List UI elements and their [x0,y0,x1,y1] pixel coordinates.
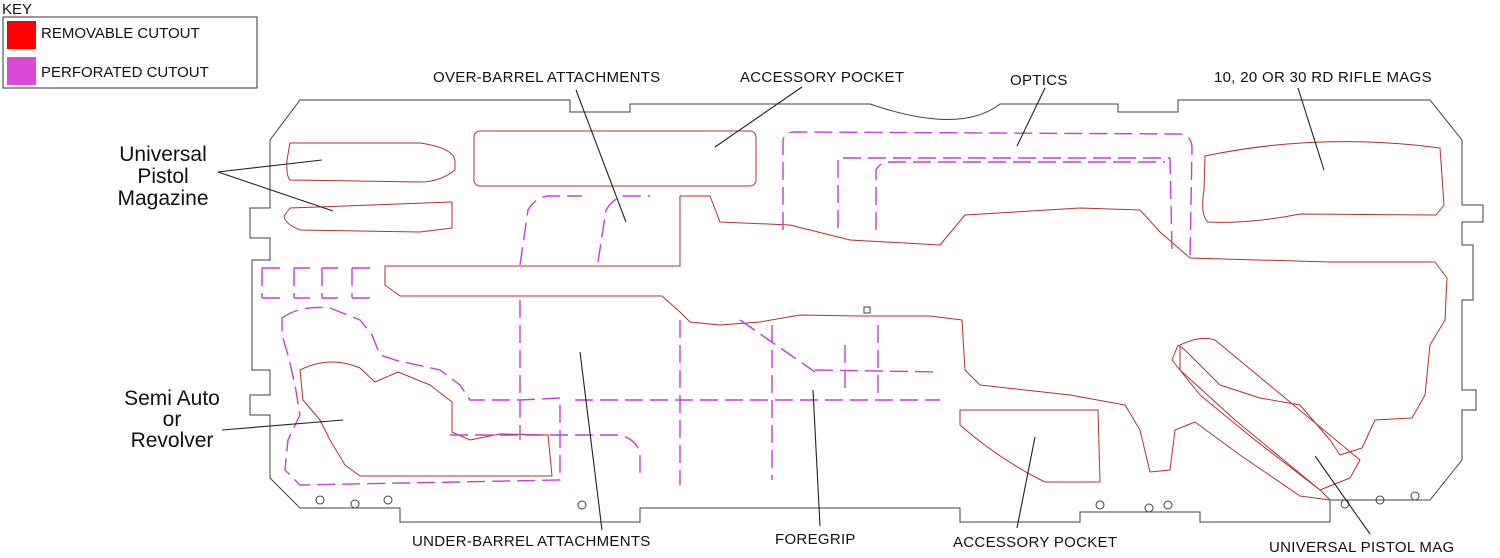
pistol-mag-cutout-bottom [283,201,453,233]
label-optics: OPTICS [1010,72,1068,89]
leader-over-barrel [575,89,627,223]
universal-pistol-mag-cutout [1179,337,1361,491]
label-over-barrel: OVER-BARREL ATTACHMENTS [433,69,660,86]
accessory-pocket-top-cutout [473,130,757,187]
left-perf-boxes [261,267,372,299]
leader-pistol-mag-bottom [217,171,334,212]
optics-perf-inner-2 [875,161,1165,230]
leader-universal-pistol-mag [1314,455,1371,535]
key-legend: KEY REMOVABLE CUTOUT PERFORATED CUTOUT [2,1,258,89]
perforated-label: PERFORATED CUTOUT [41,64,209,81]
label-rifle-mags: 10, 20 OR 30 RD RIFLE MAGS [1214,69,1432,86]
label-accessory-bottom: ACCESSORY POCKET [953,534,1117,551]
optics-perf-inner [837,157,1173,251]
leader-lines [217,86,1371,535]
hole [1375,495,1385,505]
hole [1163,500,1173,510]
optics-perf-outer [782,131,1193,261]
semi-auto-perf-outline [281,306,561,486]
hole [1410,491,1420,501]
label-pistol-mag-line3: Magazine [117,187,208,210]
label-pistol-mag-line2: Pistol [137,165,188,188]
removable-cutouts [283,130,1448,501]
hole [1144,503,1154,513]
leader-optics [1016,87,1046,147]
over-barrel-perf-2 [597,195,650,263]
key-box [2,16,258,89]
removable-label: REMOVABLE CUTOUT [41,25,200,42]
key-title: KEY [2,1,32,18]
hole [315,495,325,505]
case-outline [249,99,1484,523]
label-semi-auto-line1: Semi Auto [124,387,220,410]
label-under-barrel: UNDER-BARREL ATTACHMENTS [412,533,651,550]
hole [577,500,587,510]
callout-labels: OVER-BARREL ATTACHMENTS ACCESSORY POCKET… [117,69,1454,556]
label-foregrip: FOREGRIP [775,531,856,548]
rifle-mags-cutout [1202,141,1445,223]
accessory-pocket-bottom-cutout [959,409,1101,483]
center-mark [863,306,871,314]
hole [350,499,360,509]
hole [1095,500,1105,510]
leader-rifle-mags [1297,87,1325,171]
perforated-swatch [7,57,36,85]
pistol-grip-cutout [299,361,553,477]
removable-swatch [7,21,36,49]
hole [1340,499,1350,509]
leader-under-barrel [579,351,603,531]
leader-accessory-top [714,86,803,148]
leader-semi-auto [221,419,344,431]
label-universal-pistol-mag: UNIVERSAL PISTOL MAG [1269,539,1455,556]
over-barrel-perf-1 [519,195,582,266]
label-semi-auto-line2: or [163,408,182,431]
label-semi-auto-line3: Revolver [131,429,214,452]
pistol-mag-cutout-top [286,142,456,183]
leader-accessory-bottom [1016,436,1036,529]
under-barrel-perf [450,300,941,485]
leader-pistol-mag-top [217,159,323,173]
rifle-cutout [384,195,1448,501]
perforated-cutouts [261,131,1193,486]
leader-foregrip [812,389,821,527]
label-pistol-mag-line1: Universal [119,143,207,166]
label-accessory-top: ACCESSORY POCKET [740,69,904,86]
hole [383,495,393,505]
